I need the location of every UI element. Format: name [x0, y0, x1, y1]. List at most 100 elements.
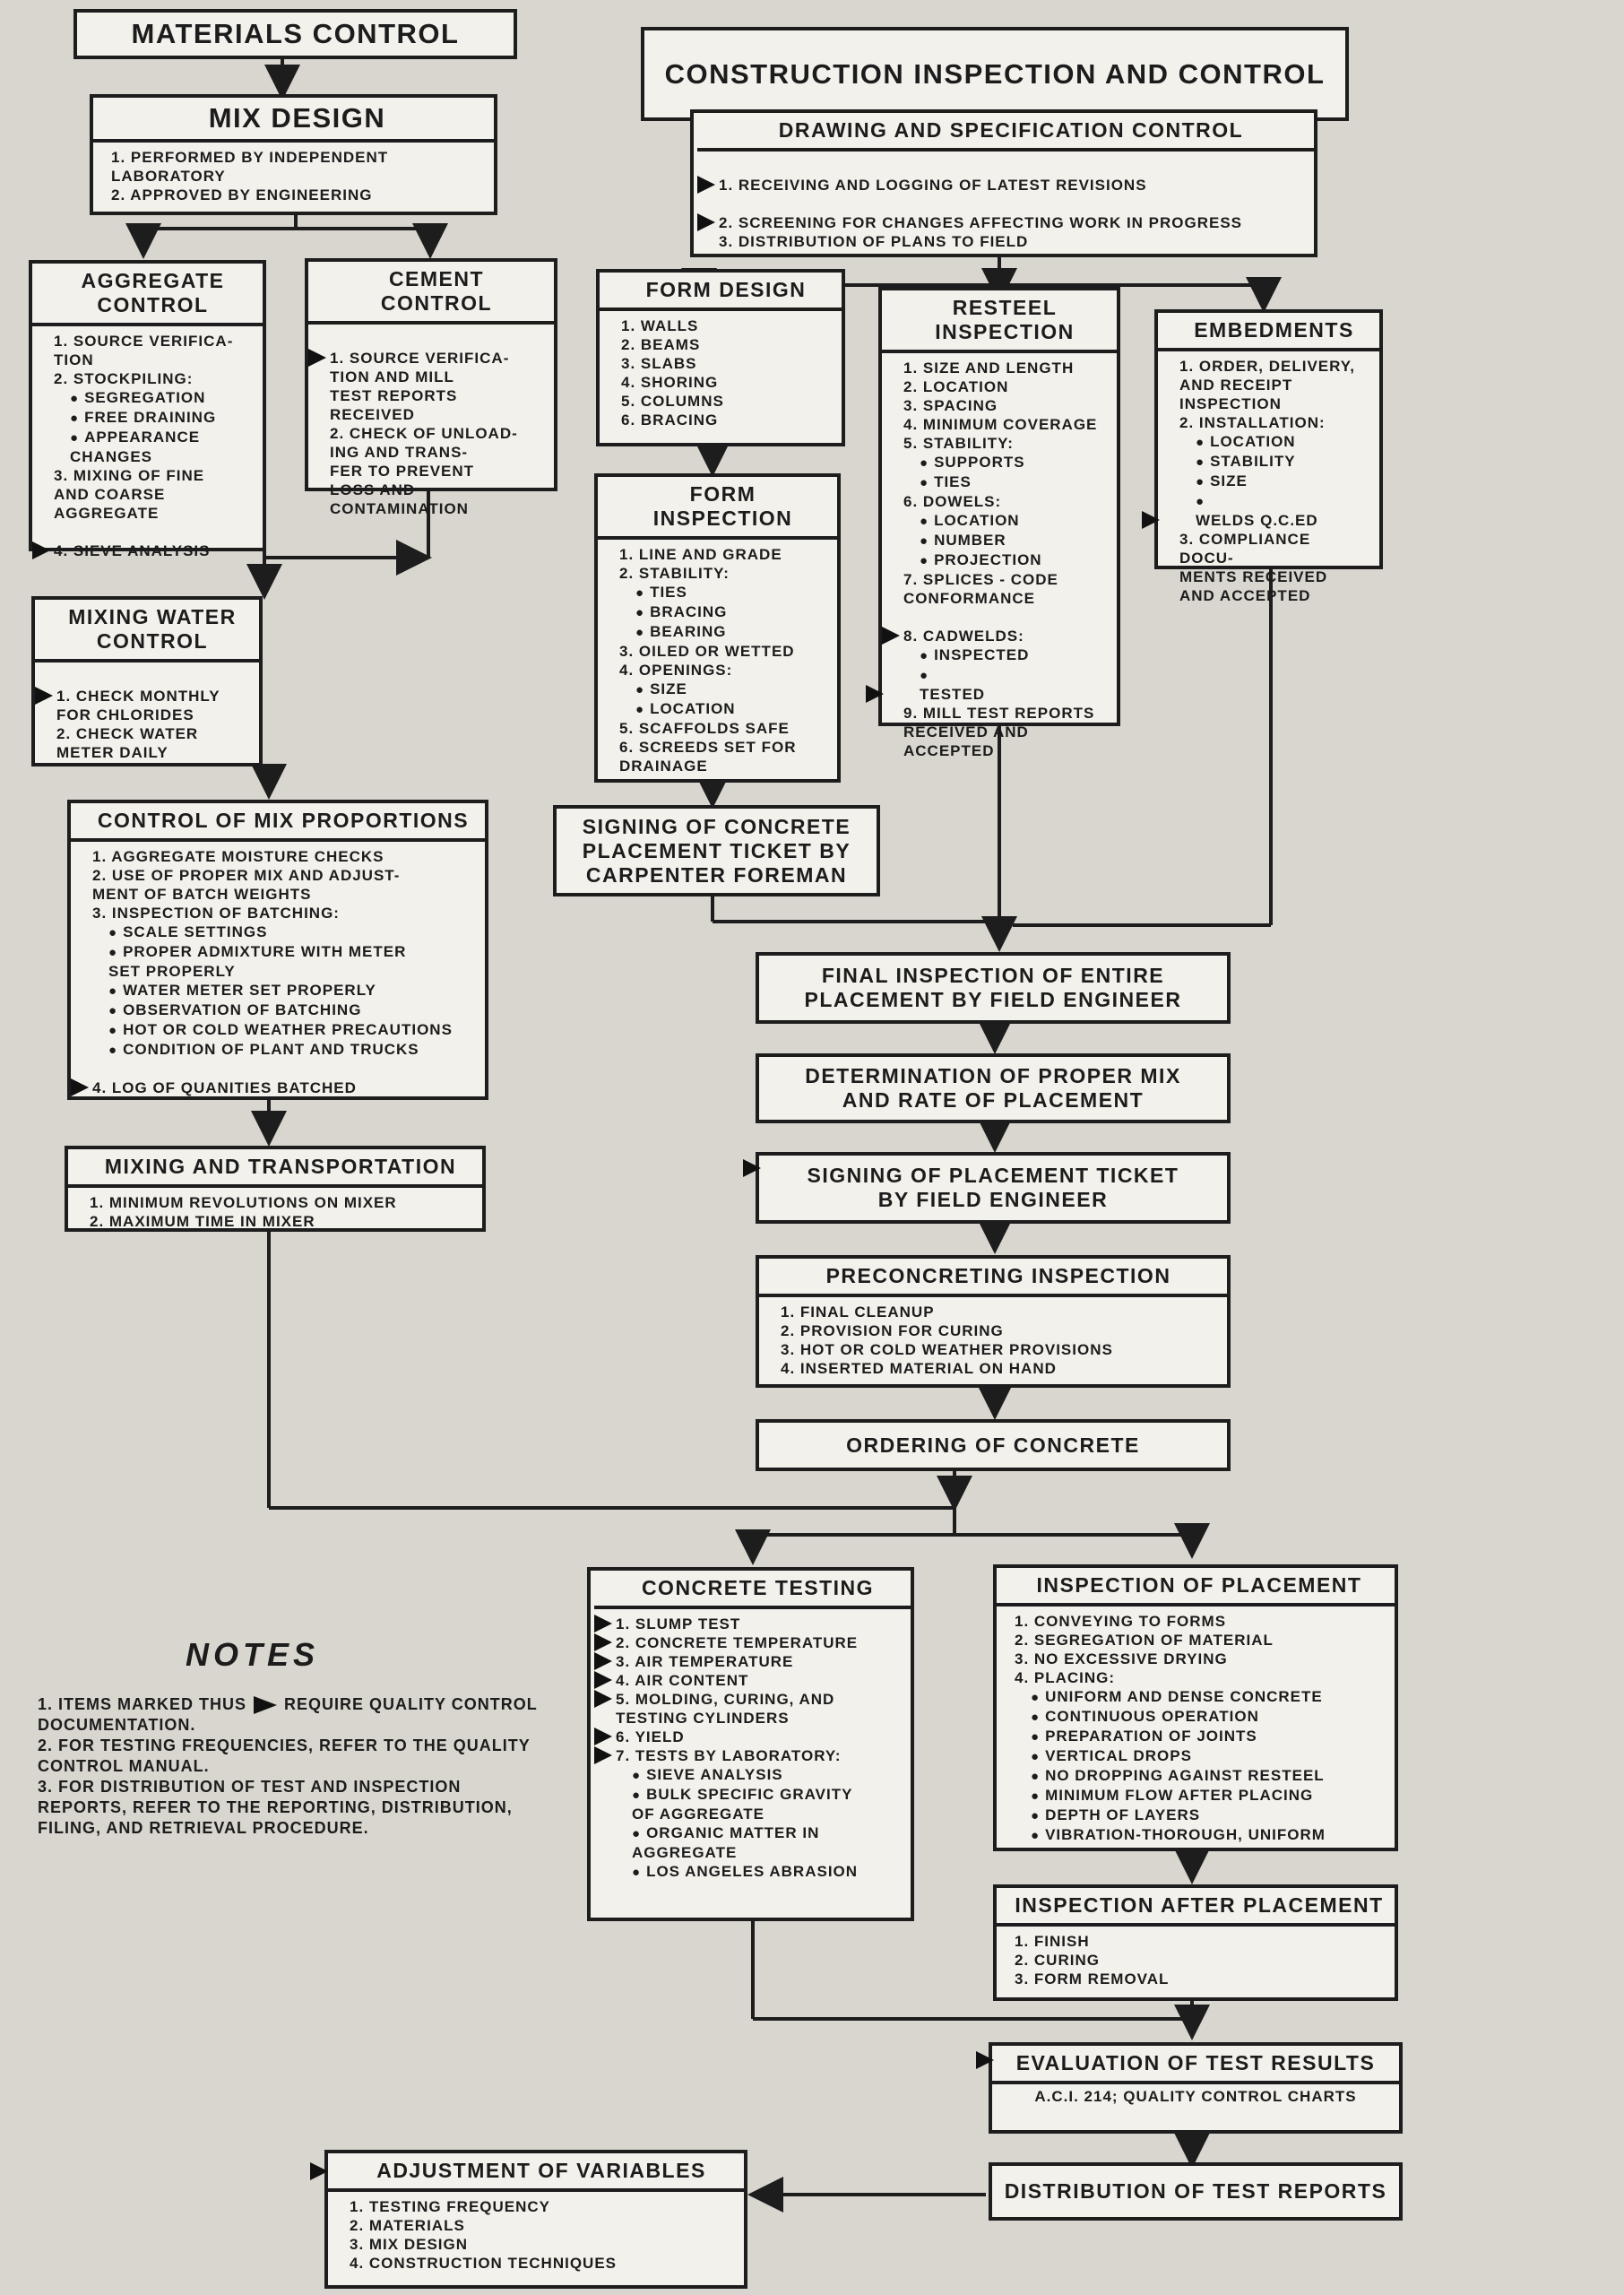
list-item: APPEARANCE CHANGES: [54, 428, 252, 466]
cement-control-list: 1. SOURCE VERIFICA- TION AND MILL TEST R…: [308, 330, 543, 518]
list-item: 3. MIX DESIGN: [350, 2236, 469, 2253]
list-item: NUMBER: [903, 531, 1106, 550]
list-item: MINIMUM FLOW AFTER PLACING: [1015, 1786, 1384, 1806]
list-item: PROJECTION: [903, 550, 1106, 570]
quality-doc-mark-icon: [32, 541, 50, 559]
list-item: 3. NO EXCESSIVE DRYING: [1015, 1650, 1228, 1667]
list-item: 1. PERFORMED BY INDEPENDENT LABORATORY: [111, 149, 389, 185]
list-item: 1. TESTING FREQUENCY: [350, 2198, 551, 2215]
mixing-transportation-list: 1. MINIMUM REVOLUTIONS ON MIXER 2. MAXIM…: [90, 1193, 471, 1231]
list-item: 3. OILED OR WETTED: [619, 643, 795, 660]
preconcreting-inspection-box: PRECONCRETING INSPECTION 1. FINAL CLEANU…: [756, 1255, 1231, 1388]
form-design-box: FORM DESIGN 1. WALLS 2. BEAMS 3. SLABS 4…: [596, 269, 845, 446]
list-item: TIES: [619, 583, 826, 602]
aggregate-control-title: AGGREGATE CONTROL: [81, 269, 225, 316]
mixing-water-list: 1. CHECK MONTHLY FOR CHLORIDES 2. CHECK …: [35, 668, 248, 762]
cement-control-title: CEMENT CONTROL: [380, 267, 493, 315]
note-item: 2. FOR TESTING FREQUENCIES, REFER TO THE…: [38, 1736, 531, 1775]
form-design-title: FORM DESIGN: [645, 278, 807, 301]
list-item: DEPTH OF LAYERS: [1015, 1806, 1384, 1825]
list-item: VIBRATION-THOROUGH, UNIFORM: [1015, 1825, 1384, 1845]
aggregate-control-list: 1. SOURCE VERIFICA- TION 2. STOCKPILING:…: [32, 332, 252, 560]
preconcreting-title: PRECONCRETING INSPECTION: [825, 1264, 1171, 1287]
list-item: SIZE: [1179, 472, 1369, 491]
list-item: 4. SIEVE ANALYSIS: [32, 523, 252, 560]
list-item: 6. DOWELS:: [903, 493, 1002, 510]
list-item: 1. SOURCE VERIFICA- TION AND MILL TEST R…: [308, 330, 543, 424]
list-item: CONTINUOUS OPERATION: [1015, 1707, 1384, 1727]
mix-design-list: 1. PERFORMED BY INDEPENDENT LABORATORY 2…: [111, 148, 483, 204]
mix-proportions-title: CONTROL OF MIX PROPORTIONS: [97, 809, 470, 832]
resteel-inspection-box: RESTEEL INSPECTION 1. SIZE AND LENGTH 2.…: [866, 287, 1120, 759]
list-item: 3. DISTRIBUTION OF PLANS TO FIELD: [719, 233, 1029, 250]
list-item: ORGANIC MATTER IN AGGREGATE: [616, 1823, 900, 1862]
list-item: FREE DRAINING: [54, 408, 252, 428]
list-item: 2. BEAMS: [621, 336, 701, 353]
list-item: 2. PROVISION FOR CURING: [781, 1322, 1004, 1339]
list-item: 5. COLUMNS: [621, 393, 724, 410]
quality-doc-mark-icon: [882, 627, 900, 645]
form-inspection-box: FORM INSPECTION 1. LINE AND GRADE 2. STA…: [594, 473, 841, 783]
inspection-of-placement-box: INSPECTION OF PLACEMENT 1. CONVEYING TO …: [993, 1564, 1398, 1851]
determination-label: DETERMINATION OF PROPER MIX AND RATE OF …: [805, 1064, 1181, 1112]
list-item: 6. YIELD: [594, 1728, 900, 1746]
cement-control-box: CEMENT CONTROL 1. SOURCE VERIFICA- TION …: [305, 258, 557, 517]
quality-doc-mark-icon: [697, 176, 715, 194]
list-item: 1. AGGREGATE MOISTURE CHECKS: [92, 848, 384, 865]
distribution-of-test-reports-box: DISTRIBUTION OF TEST REPORTS: [989, 2162, 1403, 2221]
list-item: CONDITION OF PLANT AND TRUCKS: [92, 1040, 474, 1060]
list-item: 2. CURING: [1015, 1952, 1100, 1969]
quality-doc-mark-icon: [594, 1652, 612, 1670]
list-item: 6. BRACING: [621, 411, 719, 429]
signing-carpenter-label: SIGNING OF CONCRETE PLACEMENT TICKET BY …: [582, 814, 851, 887]
quality-doc-mark-icon: [254, 1696, 278, 1715]
construction-inspection-header: CONSTRUCTION INSPECTION AND CONTROL: [641, 27, 1349, 121]
list-item: 1. WALLS: [621, 317, 699, 334]
list-item: UNIFORM AND DENSE CONCRETE: [1015, 1687, 1384, 1707]
signing-engineer-box: SIGNING OF PLACEMENT TICKET BY FIELD ENG…: [743, 1152, 1231, 1224]
list-item: WATER METER SET PROPERLY: [92, 981, 474, 1000]
list-item: 3. INSPECTION OF BATCHING:: [92, 905, 340, 922]
list-item: 4. AIR CONTENT: [594, 1671, 900, 1690]
list-item: 2. MAXIMUM TIME IN MIXER: [90, 1213, 315, 1230]
list-item: 6. SCREEDS SET FOR DRAINAGE: [619, 739, 797, 775]
signing-engineer-label: SIGNING OF PLACEMENT TICKET BY FIELD ENG…: [807, 1164, 1179, 1211]
final-inspection-box: FINAL INSPECTION OF ENTIRE PLACEMENT BY …: [756, 952, 1231, 1024]
materials-control-header: MATERIALS CONTROL: [73, 9, 517, 59]
concrete-testing-box: CONCRETE TESTING 1. SLUMP TEST 2. CONCRE…: [587, 1567, 914, 1921]
mix-proportions-list: 1. AGGREGATE MOISTURE CHECKS 2. USE OF P…: [71, 847, 474, 1097]
list-item: 3. FORM REMOVAL: [1015, 1970, 1170, 1988]
list-item: LOS ANGELES ABRASION: [616, 1862, 900, 1882]
resteel-list: 1. SIZE AND LENGTH 2. LOCATION 3. SPACIN…: [866, 359, 1106, 760]
ordering-of-concrete-box: ORDERING OF CONCRETE: [756, 1419, 1231, 1471]
after-placement-list: 1. FINISH 2. CURING 3. FORM REMOVAL: [1015, 1932, 1384, 1988]
mix-design-title: MIX DESIGN: [208, 102, 386, 134]
quality-doc-mark-icon: [594, 1690, 612, 1708]
list-item: 1. RECEIVING AND LOGGING OF LATEST REVIS…: [697, 157, 1303, 195]
quality-doc-mark-icon: [35, 687, 53, 705]
quality-doc-mark-icon: [976, 2051, 994, 2069]
list-item: 2. SCREENING FOR CHANGES AFFECTING WORK …: [697, 195, 1303, 232]
control-of-mix-proportions-box: CONTROL OF MIX PROPORTIONS 1. AGGREGATE …: [67, 800, 488, 1100]
list-item: 2. STOCKPILING:: [54, 370, 194, 387]
adjustment-list: 1. TESTING FREQUENCY 2. MATERIALS 3. MIX…: [350, 2197, 733, 2273]
quality-doc-mark-icon: [1142, 511, 1160, 529]
list-item: BEARING: [619, 622, 826, 642]
notes-title: NOTES: [186, 1636, 320, 1673]
list-item: 4. INSERTED MATERIAL ON HAND: [781, 1360, 1057, 1377]
list-item: 8. CADWELDS:: [882, 608, 1106, 645]
mix-design-box: MIX DESIGN 1. PERFORMED BY INDEPENDENT L…: [90, 94, 497, 215]
mixing-and-transportation-box: MIXING AND TRANSPORTATION 1. MINIMUM REV…: [65, 1146, 486, 1232]
evaluation-of-test-results-box: EVALUATION OF TEST RESULTS A.C.I. 214; Q…: [976, 2042, 1403, 2134]
concrete-testing-list: 1. SLUMP TEST 2. CONCRETE TEMPERATURE 3.…: [594, 1615, 900, 1882]
after-placement-title: INSPECTION AFTER PLACEMENT: [1015, 1893, 1384, 1917]
list-item: OBSERVATION OF BATCHING: [92, 1000, 474, 1020]
list-item: SCALE SETTINGS: [92, 922, 474, 942]
list-item: BULK SPECIFIC GRAVITY OF AGGREGATE: [616, 1785, 900, 1823]
list-item: 4. CONSTRUCTION TECHNIQUES: [350, 2255, 618, 2272]
evaluation-title: EVALUATION OF TEST RESULTS: [1015, 2051, 1376, 2074]
drawing-spec-list: 1. RECEIVING AND LOGGING OF LATEST REVIS…: [697, 157, 1303, 251]
drawing-spec-control-box: DRAWING AND SPECIFICATION CONTROL 1. REC…: [690, 109, 1317, 257]
